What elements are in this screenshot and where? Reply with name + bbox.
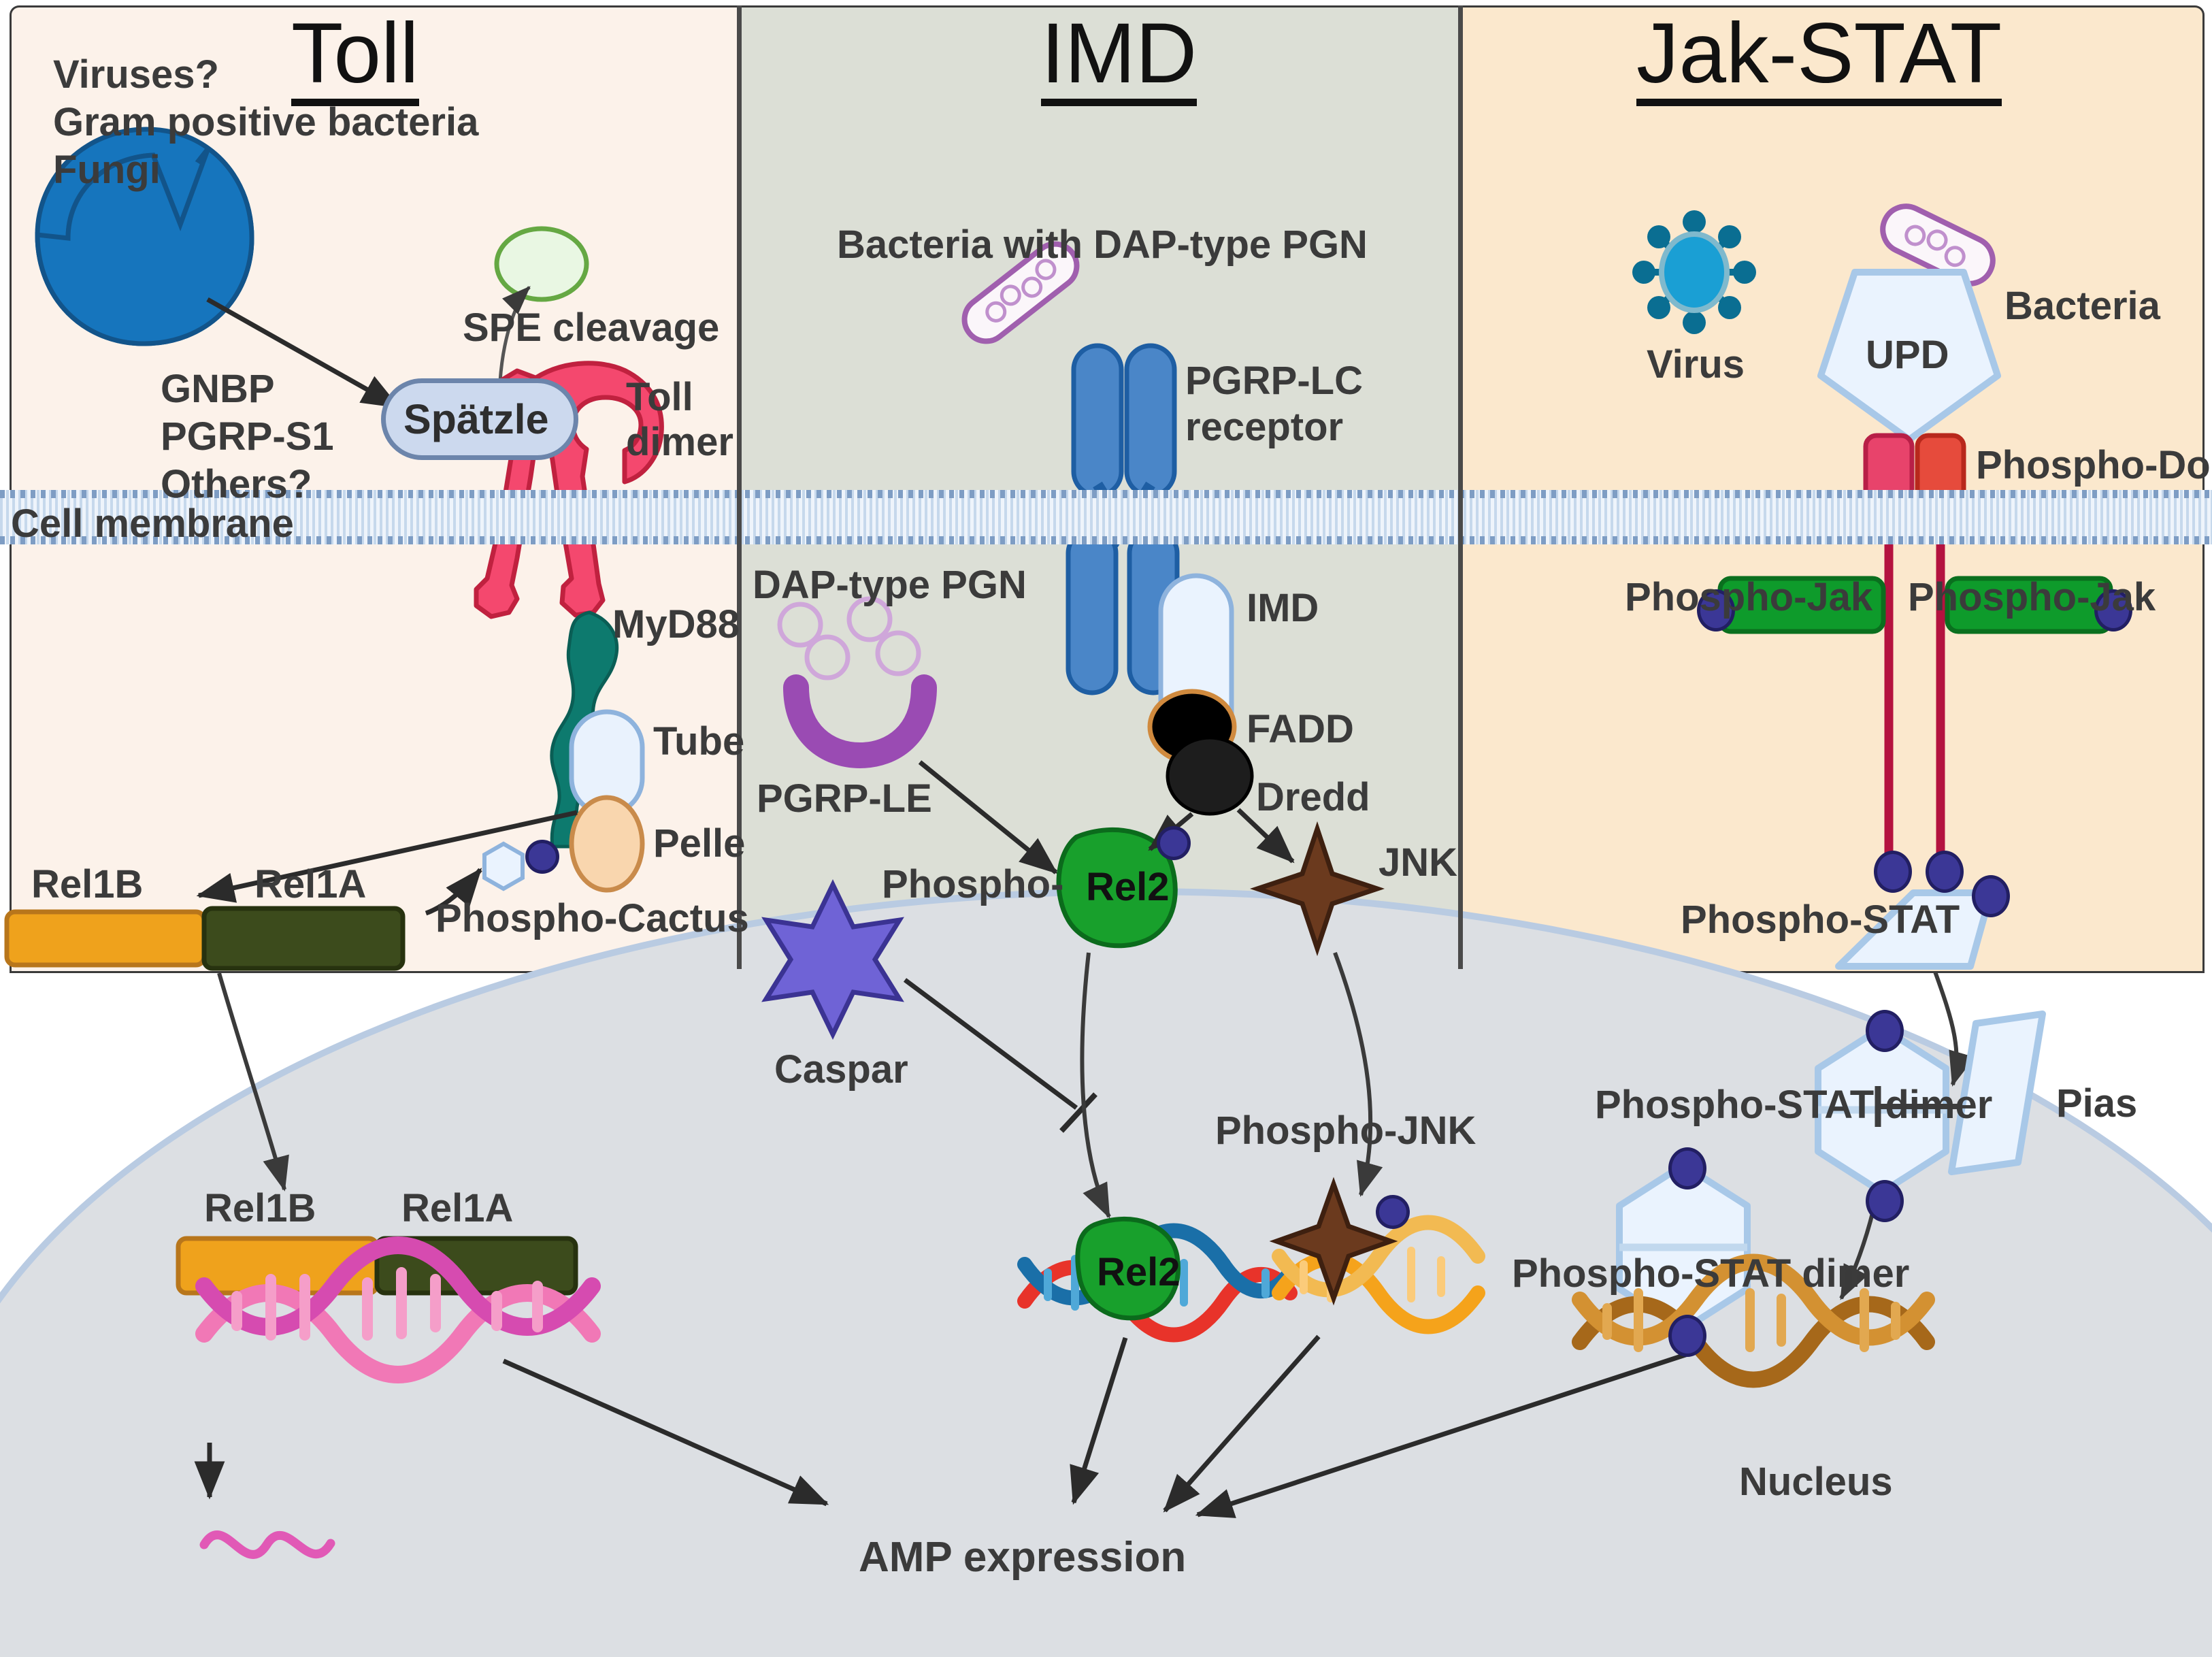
panel-title-toll: Toll: [291, 11, 419, 106]
rel1a-label-nucleus: Rel1A: [401, 1186, 514, 1230]
panel-imd: [739, 5, 1460, 973]
spatzle-label: Spätzle: [403, 396, 549, 442]
cell-membrane-label: Cell membrane: [11, 502, 294, 546]
stimulus-viruses: Viruses?: [53, 52, 219, 97]
phospho-stat-dimer-label: Phospho-STAT dimer: [1595, 1083, 1993, 1127]
nucleus-label: Nucleus: [1739, 1460, 1893, 1504]
toll-dimer-label-line1: Toll: [626, 375, 693, 419]
spe-cleavage-label: SPE cleavage: [463, 306, 720, 350]
phospho-dot-stat-a: [1874, 851, 1912, 893]
stimulus-gram-positive: Gram positive bacteria: [53, 100, 479, 144]
pgrp-le-label: PGRP-LE: [757, 776, 932, 821]
bacteria-label: Bacteria: [2004, 284, 2160, 328]
rel2-label-nucleus: Rel2: [1097, 1250, 1181, 1294]
bacteria-dap-pgn-label: Bacteria with DAP-type PGN: [837, 223, 1368, 267]
phospho-dot-jnk: [1376, 1195, 1410, 1229]
pias-label: Pias: [2056, 1081, 2138, 1126]
amp-expression-label: AMP expression: [859, 1534, 1187, 1581]
imd-label: IMD: [1247, 586, 1319, 630]
toll-dimer-label-line2: dimer: [626, 420, 733, 464]
phospho-cactus-label: Phospho-Cactus: [435, 896, 749, 940]
virus-label: Virus: [1647, 342, 1745, 387]
phospho-dot-dimer-bottom: [1866, 1180, 1904, 1222]
cell-membrane-band: [0, 490, 2212, 544]
pgrp-lc-label-line2: receptor: [1185, 405, 1344, 449]
rel2-label-cytoplasm: Rel2: [1086, 865, 1170, 909]
recognition-gnbp: GNBP: [161, 367, 275, 411]
rel1b-label-cytoplasm: Rel1B: [31, 862, 144, 906]
panel-divider-left: [737, 5, 742, 969]
rel1b-label-nucleus: Rel1B: [204, 1186, 316, 1230]
recognition-pgrp-s1: PGRP-S1: [161, 414, 334, 459]
phospho-jnk-label: Phospho-JNK: [1215, 1109, 1476, 1153]
tube-label: Tube: [653, 719, 745, 764]
recognition-others: Others?: [161, 462, 312, 506]
panel-title-jakstat: Jak-STAT: [1636, 11, 2002, 106]
phospho-dot-rel2: [1157, 826, 1191, 860]
myd88-label: MyD88: [612, 602, 740, 646]
panel-divider-right: [1458, 5, 1463, 969]
jnk-label: JNK: [1379, 840, 1458, 885]
phospho-stat-label: Phospho-STAT: [1681, 898, 1960, 942]
phospho-jak-left-label: Phospho-Jak: [1625, 575, 1873, 619]
phospho-stat-dimer-label-nucleus: Phospho-STAT dimer: [1512, 1251, 1910, 1296]
phospho-dot-cactus: [525, 840, 559, 874]
pelle-label: Pelle: [653, 821, 746, 866]
stimulus-fungi: Fungi: [53, 148, 161, 192]
phospho-jak-right-label: Phospho-Jak: [1908, 575, 2156, 619]
dredd-label: Dredd: [1256, 775, 1370, 819]
phospho-rel2-label: Phospho-: [882, 862, 1064, 906]
panel-title-imd: IMD: [1041, 11, 1198, 106]
dap-type-pgn-label: DAP-type PGN: [753, 563, 1027, 607]
panel-jak: [1460, 5, 2205, 973]
phospho-dot-dimer-nuc-bottom: [1668, 1315, 1706, 1357]
phospho-dot-dimer-top: [1866, 1010, 1904, 1052]
caspar-label: Caspar: [774, 1047, 908, 1092]
fadd-label: FADD: [1247, 707, 1354, 751]
pgrp-lc-label-line1: PGRP-LC: [1185, 359, 1363, 403]
phospho-dome-label: Phospho-Dome: [1976, 443, 2212, 487]
phospho-dot-stat-c: [1972, 875, 2010, 917]
rel1a-label-cytoplasm: Rel1A: [254, 862, 367, 906]
phospho-dot-stat-b: [1926, 851, 1964, 893]
upd-label: UPD: [1866, 333, 1949, 377]
phospho-dot-dimer-nuc-top: [1668, 1147, 1706, 1190]
